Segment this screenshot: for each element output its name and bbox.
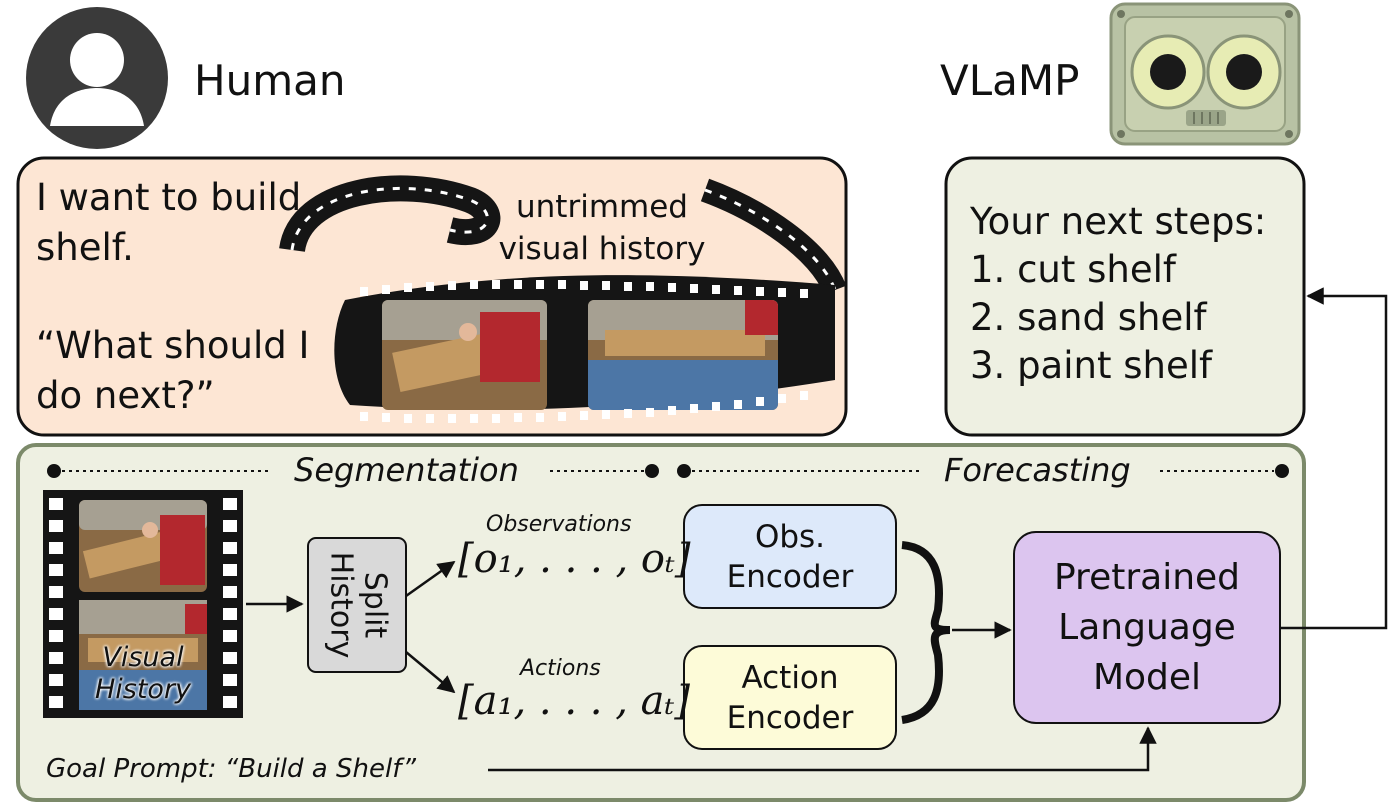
split-history-text-wrap: Split History [308,538,406,672]
split-history-text: Split History [323,551,393,659]
language-model-label: Pretrained Language Model [1014,532,1280,723]
action-encoder-line1: Action [741,659,839,696]
action-encoder-label: Action Encoder [684,646,896,749]
split-history-line2: History [323,551,359,659]
human-label: Human [194,56,346,105]
language-model-line2: Language [1058,606,1236,648]
observations-sequence: [o₁, . . . , oₜ] [458,536,691,582]
visual-history-caption-line1: Visual [102,642,184,673]
split-history-line1: Split [357,571,393,639]
forecasting-label: Forecasting [944,451,1131,489]
next-steps-heading: Your next steps: [970,200,1267,243]
action-encoder-line2: Encoder [726,699,854,736]
split-history-box [307,537,407,673]
action-encoder-box [683,645,897,750]
film-reel-image [279,175,847,423]
visual-history-caption: Visual History [79,642,207,706]
language-model-line1: Pretrained [1053,556,1241,598]
obs-encoder-line1: Obs. [754,518,826,555]
merge-brace [901,541,951,724]
obs-encoder-box [683,504,897,609]
next-step-2: 2. sand shelf [970,296,1207,339]
segmentation-label: Segmentation [294,451,519,489]
film-label-line1: untrimmed [516,189,688,225]
actions-label: Actions [520,656,601,681]
vlamp-bubble [944,156,1306,437]
observations-label: Observations [486,512,632,537]
forecasting-span-line [677,464,1289,478]
human-text-line2: shelf. [36,226,134,269]
human-question-line1: “What should I [36,324,310,367]
language-model-line3: Model [1092,656,1202,698]
pipeline-panel [16,443,1306,802]
flow-arrows [246,287,1388,772]
segmentation-span-line [47,464,659,478]
robot-face-icon [1109,2,1301,146]
visual-history-film [43,490,243,718]
actions-sequence: [a₁, . . . , aₜ] [458,678,690,724]
goal-prompt: Goal Prompt: “Build a Shelf” [46,754,417,784]
obs-encoder-label: Obs. Encoder [684,505,896,608]
human-text-line1: I want to build [36,176,302,219]
film-label-line2: visual history [498,231,706,267]
obs-encoder-line2: Encoder [726,558,854,595]
visual-history-caption-line2: History [94,674,192,705]
user-avatar-icon [26,7,168,149]
vlamp-label: VLaMP [940,56,1080,105]
next-step-3: 3. paint shelf [970,344,1213,387]
human-question-line2: do next?” [36,374,215,417]
next-step-1: 1. cut shelf [970,248,1176,291]
